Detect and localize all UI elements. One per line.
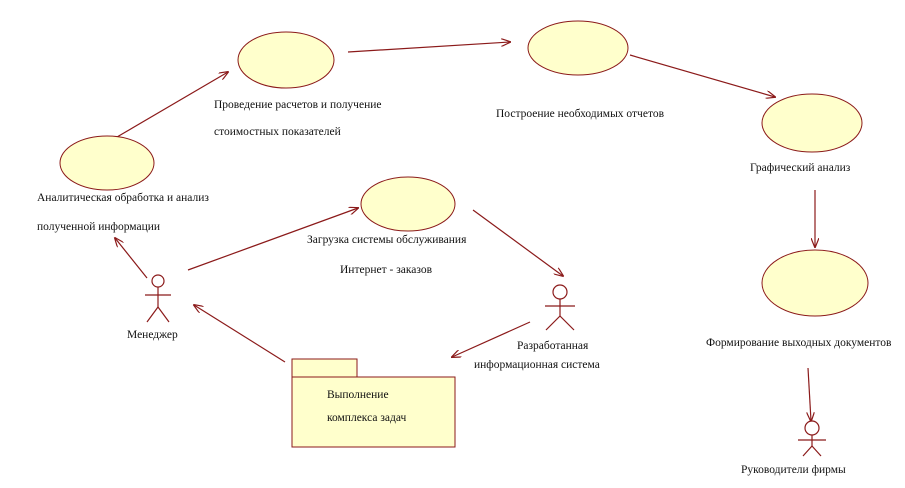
use-case-calc-label-1: Проведение расчетов и получение [214,99,382,111]
use-case-loading-label-2: Интернет - заказов [340,264,433,276]
edge-calc-to-reports [347,42,510,53]
edge-analysis-to-calc [116,72,228,138]
actor-heads-figure[interactable] [798,420,826,457]
use-case-reports[interactable] [527,20,629,76]
edge-output-to-heads [808,367,811,421]
edge-manager-to-analysis [115,238,148,279]
edge-loading-to-system [472,209,563,276]
use-case-reports-label: Построение необходимых отчетов [496,108,664,120]
use-case-loading-label-1: Загрузка системы обслуживания [307,234,467,246]
actor-system-figure[interactable] [545,284,575,331]
use-case-loading[interactable] [360,176,456,232]
use-case-calc[interactable] [237,31,335,89]
use-case-analysis-label-2: полученной информации [37,221,161,233]
actor-system-label-2: информационная система [474,359,600,371]
use-case-graphic[interactable] [761,93,863,153]
use-case-output-docs-label: Формирование выходных документов [706,337,892,349]
actor-manager-label: Менеджер [127,329,178,341]
package-label-2: комплекса задач [327,412,407,424]
actor-system-label-1: Разработанная [517,340,589,352]
edge-system-to-package [452,321,531,357]
edge-reports-to-graphic [629,54,775,97]
actor-heads-label: Руководители фирмы [741,464,846,476]
actor-manager-figure[interactable] [145,274,171,323]
use-case-output-docs[interactable] [761,249,869,317]
package-label-1: Выполнение [327,389,389,401]
package-task-complex[interactable] [291,358,456,448]
use-case-analysis[interactable] [59,135,155,191]
use-case-graphic-label: Графический анализ [750,162,851,174]
edge-manager-to-loading [187,208,358,271]
use-case-calc-label-2: стоимостных показателей [214,126,341,138]
edge-package-to-manager [194,305,286,363]
use-case-analysis-label-1: Аналитическая обработка и анализ [37,192,209,204]
